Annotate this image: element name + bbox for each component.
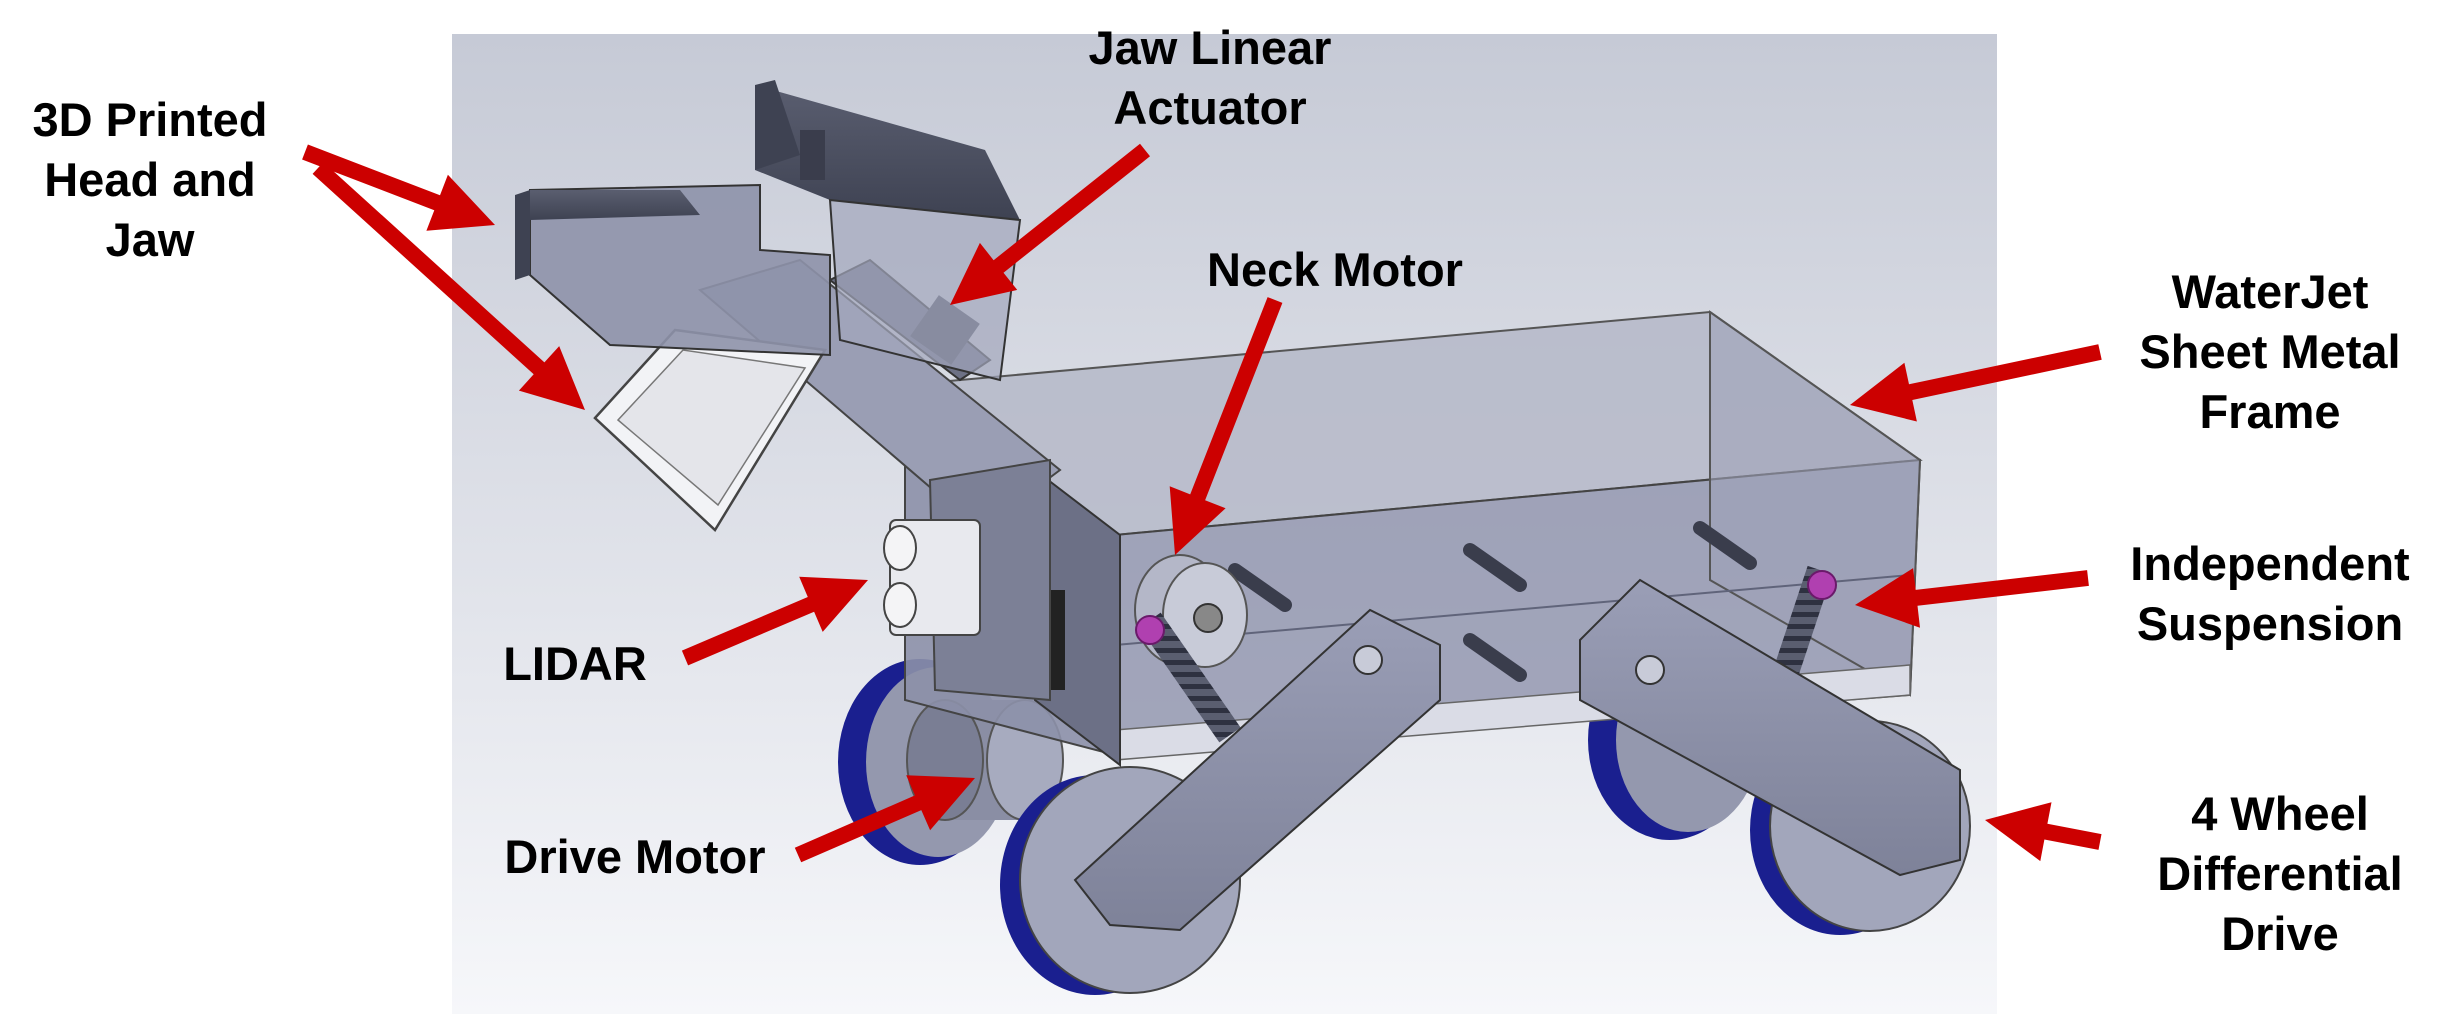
label-head-jaw: 3D Printed Head and Jaw [0,90,300,270]
label-line: Actuator [1113,81,1307,134]
head [515,80,1022,382]
front-spring [1135,612,1241,743]
label-line: Sheet Metal [2139,325,2401,378]
label-line: LIDAR [503,637,647,690]
arrow-jaw [312,162,585,410]
arrow-drive [1985,802,2102,862]
label-neck-motor: Neck Motor [1185,240,1485,300]
label-suspension: Independent Suspension [2100,534,2440,654]
label-frame: WaterJet Sheet Metal Frame [2105,262,2435,442]
label-line: Independent [2130,537,2410,590]
label-line: Suspension [2136,597,2404,650]
label-line: Drive Motor [504,830,766,883]
arrow-lidar [681,576,868,666]
arrow-head [302,144,495,231]
arrow-jaw-actuator [950,143,1150,305]
label-line: Neck Motor [1207,243,1463,296]
label-line: 3D Printed [32,93,268,146]
arrow-suspension [1855,568,2089,628]
label-line: 4 Wheel [2191,787,2369,840]
label-line: WaterJet [2171,265,2369,318]
label-line: Drive [2221,907,2339,960]
lidar-sensor [883,519,981,636]
label-line: Differential [2157,847,2403,900]
rear-suspension-arm [1579,578,1961,877]
label-line: Jaw Linear [1088,21,1332,74]
standoffs [1228,521,1757,682]
label-lidar: LIDAR [475,634,675,694]
label-line: Frame [2199,385,2341,438]
label-drive: 4 Wheel Differential Drive [2110,784,2446,964]
label-jaw-actuator: Jaw Linear Actuator [1050,18,1370,138]
label-line: Head and [44,153,256,206]
rear-spring [1772,565,1837,680]
arrow-frame [1850,344,2102,422]
front-suspension-arm [1073,608,1441,932]
label-line: Jaw [105,213,195,266]
arrow-neck-motor [1169,297,1283,555]
label-drive-motor: Drive Motor [475,827,795,887]
arrow-drive-motor [794,775,975,863]
